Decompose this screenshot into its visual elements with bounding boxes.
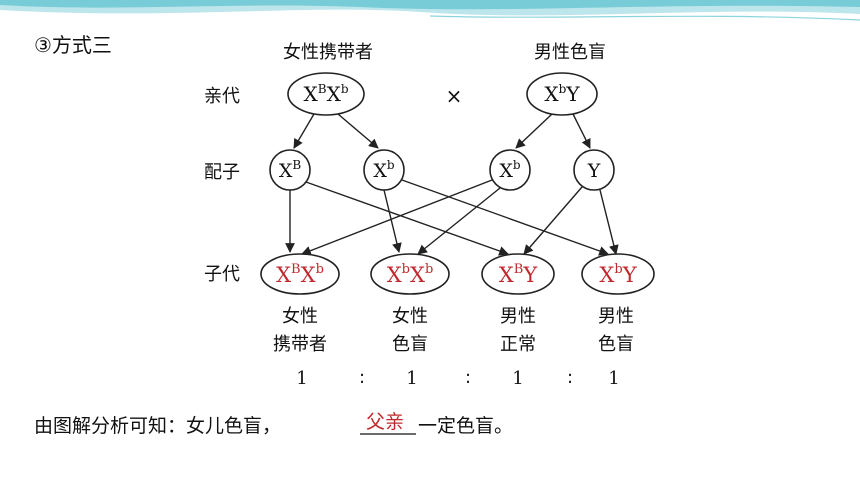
conclusion-prefix: 由图解分析可知：女儿色盲，	[34, 415, 281, 437]
offspring-node-3	[481, 253, 555, 295]
offspring-label-4-line2: 色盲	[598, 334, 634, 355]
male-parent-genotype: XbY	[544, 82, 580, 106]
ratio-sep-2: :	[465, 367, 471, 388]
gamete-label-2: Xb	[373, 158, 395, 182]
ratio-1: 1	[296, 368, 307, 389]
gamete-to-offspring-arrows	[285, 179, 619, 256]
offspring-node-4	[581, 253, 655, 295]
male-parent-node	[526, 72, 598, 116]
cross-symbol: ×	[446, 84, 463, 108]
gamete-node-4	[573, 149, 615, 191]
conclusion-answer: 父亲	[366, 411, 404, 433]
row-label-parents: 亲代	[204, 86, 240, 107]
offspring-node-1	[260, 253, 340, 295]
ratio-4: 1	[608, 368, 619, 389]
heading: ③方式三	[34, 33, 112, 57]
gamete-node-3	[489, 149, 531, 191]
offspring-node-2	[370, 253, 450, 295]
offspring-genotype-2: XbXb	[387, 262, 434, 287]
parent-to-gamete-arrows	[293, 113, 591, 149]
male-parent-label: 男性色盲	[534, 42, 606, 63]
ratio-sep-1: :	[359, 367, 365, 388]
ratio-2: 1	[406, 368, 417, 389]
gamete-label-4: Y	[587, 160, 601, 182]
ratio-sep-3: :	[567, 367, 573, 388]
female-parent-node	[287, 72, 365, 116]
offspring-genotype-1: XBXb	[276, 262, 324, 287]
gamete-label-1: XB	[279, 158, 302, 182]
offspring-label-1-line2: 携带者	[273, 334, 327, 355]
offspring-label-1-line1: 女性	[282, 306, 318, 327]
offspring-label-4-line1: 男性	[598, 306, 634, 327]
offspring-label-3-line1: 男性	[500, 306, 536, 327]
offspring-genotype-4: XbY	[599, 262, 637, 287]
female-parent-label: 女性携带者	[283, 42, 373, 63]
offspring-label-3-line2: 正常	[500, 334, 536, 355]
offspring-label-2-line1: 女性	[392, 306, 428, 327]
offspring-label-2-line2: 色盲	[392, 334, 428, 355]
offspring-genotype-3: XBY	[499, 262, 539, 287]
top-decoration	[0, 0, 860, 21]
conclusion-suffix: 一定色盲。	[418, 415, 513, 437]
gamete-label-3: Xb	[499, 158, 521, 182]
row-label-gametes: 配子	[204, 162, 240, 183]
row-label-offspring: 子代	[204, 264, 240, 285]
female-parent-genotype: XBXb	[303, 82, 348, 106]
ratio-3: 1	[512, 368, 523, 389]
